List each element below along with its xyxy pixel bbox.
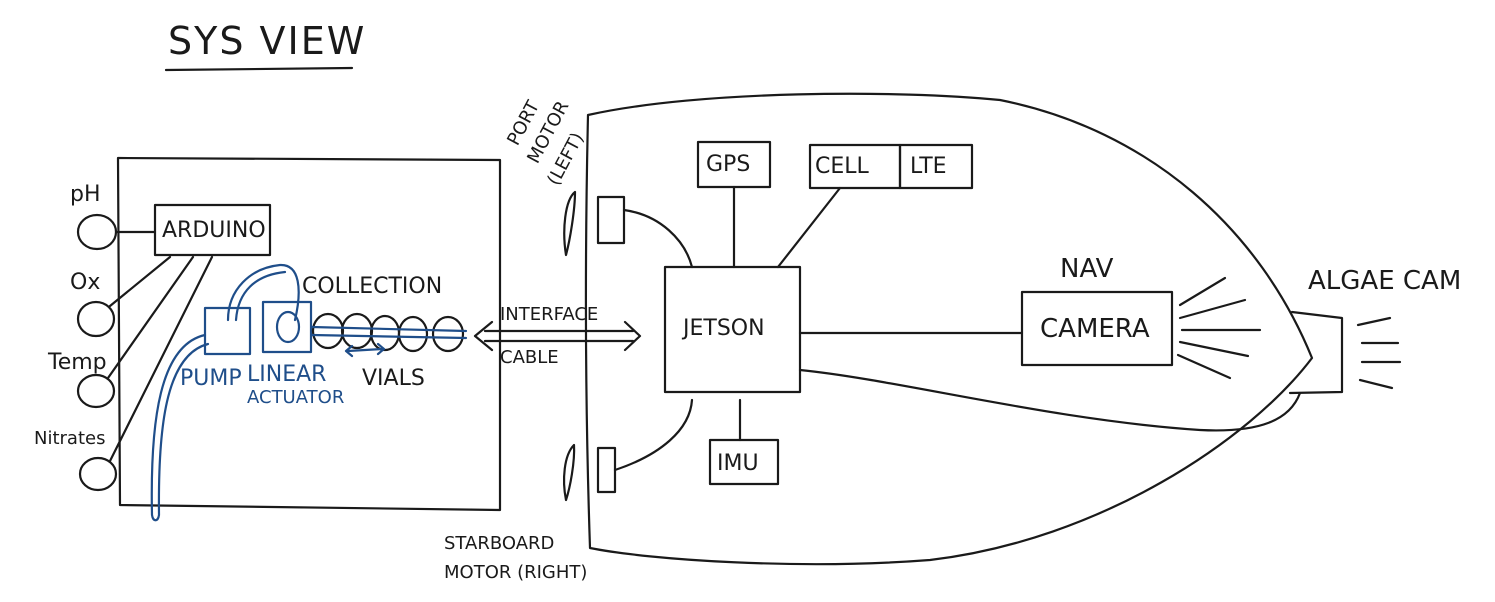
nitrates-label: Nitrates — [34, 428, 106, 449]
lte-label: LTE — [910, 154, 947, 179]
boat-hull — [584, 92, 1314, 566]
sensor-box — [116, 156, 502, 512]
starboard-motor-wire — [613, 398, 694, 472]
imu-box — [708, 438, 780, 486]
imu-label: IMU — [717, 451, 759, 476]
pump-box — [203, 306, 252, 356]
collection-tube — [310, 325, 468, 340]
nitrates-wire — [108, 255, 214, 463]
gps-label: GPS — [706, 152, 751, 177]
vial-3 — [369, 314, 401, 352]
collection-label: COLLECTION — [302, 274, 443, 299]
port-motor-box — [596, 195, 626, 245]
vial-2 — [340, 312, 374, 350]
interface-label: INTERFACE — [500, 304, 599, 325]
arduino-box — [153, 203, 272, 257]
nav-label: NAV — [1060, 254, 1114, 284]
algae-cam-rays — [1356, 316, 1402, 390]
actuator-wheel — [275, 310, 301, 344]
starboard-motor-box — [596, 446, 617, 494]
linear-label: LINEAR — [247, 362, 327, 387]
temp-label: Temp — [48, 350, 107, 375]
ox-wire — [108, 255, 172, 308]
port-propeller — [563, 190, 577, 257]
starboard-motor-label: MOTOR (RIGHT) — [444, 562, 588, 583]
vial-5 — [431, 315, 465, 353]
arduino-pump-wire-2 — [234, 270, 287, 322]
arduino-pump-wire — [226, 263, 300, 322]
vials-label: VIALS — [362, 366, 425, 391]
intake-hose — [150, 333, 210, 522]
port-motor-wire — [622, 208, 694, 269]
arduino-label: ARDUINO — [162, 218, 266, 243]
starboard-label: STARBOARD — [444, 533, 555, 554]
ox-sensor — [76, 300, 116, 338]
vial-1 — [311, 312, 345, 350]
actuator-box — [261, 300, 313, 354]
algae-cam-label: ALGAE CAM — [1308, 266, 1462, 296]
ph-sensor — [76, 213, 118, 251]
cell-wire — [776, 186, 842, 269]
temp-sensor — [76, 373, 116, 409]
temp-wire — [106, 255, 195, 380]
nav-camera-rays — [1176, 276, 1262, 380]
nitrates-sensor — [78, 456, 118, 492]
pump-label: PUMP — [180, 366, 242, 391]
algae-cam-wire — [798, 368, 1302, 432]
lte-box — [898, 143, 974, 190]
ox-label: Ox — [70, 270, 101, 295]
interface-cable — [473, 320, 642, 352]
diagram-title: SYS VIEW — [168, 19, 367, 63]
vials-arrow — [344, 342, 386, 358]
vial-4 — [397, 315, 429, 353]
cell-label: CELL — [815, 154, 869, 179]
starboard-propeller — [563, 443, 576, 502]
ph-label: pH — [70, 182, 101, 207]
actuator-label: ACTUATOR — [247, 387, 345, 408]
cable-label: CABLE — [500, 347, 559, 368]
title-underline — [164, 66, 354, 72]
camera-label: CAMERA — [1040, 314, 1150, 344]
jetson-box — [663, 265, 802, 394]
jetson-label: JETSON — [683, 316, 765, 341]
algae-cam-body — [1288, 310, 1344, 395]
nav-camera-box — [1020, 290, 1174, 367]
